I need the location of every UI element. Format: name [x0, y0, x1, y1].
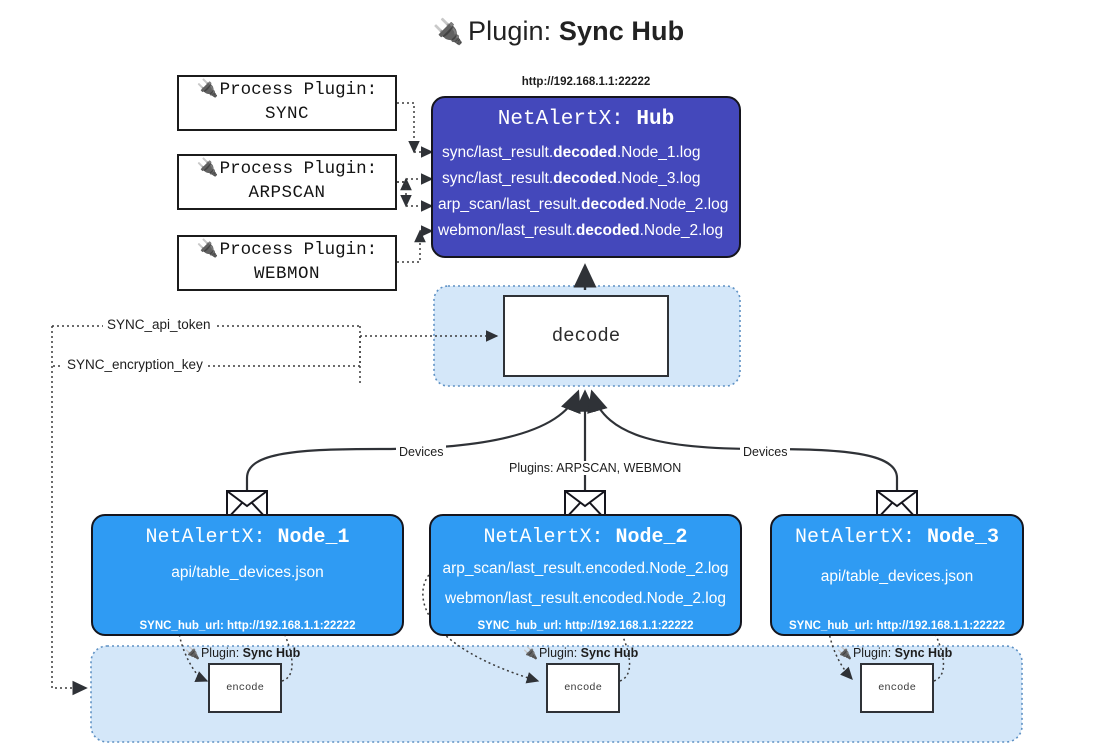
- setting-api-token: SYNC_api_token: [103, 317, 215, 332]
- hub-log-line-3-post: .Node_2.log: [644, 196, 729, 213]
- encoder-caption-name-2: Sync Hub: [580, 646, 639, 660]
- node-box-node_2[interactable]: [429, 514, 742, 636]
- page-title-prefix: Plugin:: [468, 16, 552, 46]
- node-title-prefix-node_2: NetAlertX:: [483, 526, 604, 549]
- process-plugin-webmon-line1: Process Plugin:: [219, 240, 378, 261]
- process-plugin-arpscan[interactable]: 🔌Process Plugin: ARPSCAN: [177, 154, 397, 210]
- encode-label-2: encode: [564, 682, 602, 694]
- encoder-caption-prefix-3: Plugin:: [852, 646, 892, 660]
- process-plugin-arpscan-line2: ARPSCAN: [248, 183, 326, 203]
- hub-url: http://192.168.1.1:22222: [521, 76, 651, 88]
- node-title-name-node_1: Node_1: [277, 526, 350, 549]
- process-plugin-webmon[interactable]: 🔌Process Plugin: WEBMON: [177, 235, 397, 291]
- encoder-caption-name-3: Sync Hub: [894, 646, 953, 660]
- node-line-node_2-0: arp_scan/last_result.encoded.Node_2.log: [442, 560, 729, 577]
- decode-box[interactable]: decode: [503, 295, 669, 377]
- hub-log-line-3-pre: arp_scan/last_result.: [438, 196, 582, 213]
- node-footer-node_1: SYNC_hub_url: http://192.168.1.1:22222: [139, 620, 356, 632]
- hub-log-line-2-pre: sync/last_result.: [442, 170, 554, 187]
- decode-label: decode: [551, 325, 621, 347]
- hub-log-line-1-mid: decoded: [553, 144, 617, 161]
- node-line-node_2-1: webmon/last_result.encoded.Node_2.log: [445, 590, 726, 607]
- hub-title-prefix: NetAlertX:: [497, 108, 624, 131]
- encode-box-3[interactable]: encode: [860, 663, 934, 713]
- hub-box[interactable]: [431, 96, 741, 258]
- process-plugin-arpscan-line1: Process Plugin:: [219, 159, 378, 180]
- setting-encryption-key: SYNC_encryption_key: [63, 357, 207, 372]
- hub-log-line-1: sync/last_result.decoded.Node_1.log: [442, 144, 700, 162]
- plug-icon: 🔌: [837, 646, 852, 660]
- node-footer-node_3: SYNC_hub_url: http://192.168.1.1:22222: [788, 620, 1006, 632]
- process-plugin-sync[interactable]: 🔌Process Plugin: SYNC: [177, 75, 397, 131]
- hub-log-line-2-post: .Node_3.log: [616, 170, 701, 187]
- node-title-node_1: NetAlertX: Node_1: [91, 526, 404, 549]
- node-title-node_2: NetAlertX: Node_2: [429, 526, 742, 549]
- hub-log-line-4: webmon/last_result.decoded.Node_2.log: [438, 222, 723, 240]
- node-footer-node_2: SYNC_hub_url: http://192.168.1.1:22222: [477, 620, 694, 632]
- encode-box-1[interactable]: encode: [208, 663, 282, 713]
- hub-log-line-2-mid: decoded: [553, 170, 617, 187]
- plug-icon: 🔌: [196, 159, 219, 180]
- plug-icon: 🔌: [432, 18, 465, 46]
- plug-icon: 🔌: [196, 80, 219, 101]
- edge-label-devices-right: Devices: [740, 445, 791, 459]
- page-title-name: Sync Hub: [558, 16, 685, 46]
- hub-log-line-3: arp_scan/last_result.decoded.Node_2.log: [438, 196, 728, 214]
- encoder-caption-1: 🔌Plugin: Sync Hub: [185, 646, 300, 660]
- hub-log-line-4-pre: webmon/last_result.: [438, 222, 576, 239]
- node-box-node_3[interactable]: [770, 514, 1024, 636]
- node-title-node_3: NetAlertX: Node_3: [770, 526, 1024, 549]
- hub-title-name: Hub: [636, 108, 675, 131]
- encoder-caption-name-1: Sync Hub: [242, 646, 301, 660]
- hub-log-line-4-post: .Node_2.log: [639, 222, 724, 239]
- plug-icon: 🔌: [185, 646, 200, 660]
- hub-log-line-3-mid: decoded: [581, 196, 645, 213]
- node-title-prefix-node_3: NetAlertX:: [794, 526, 915, 549]
- plug-icon: 🔌: [196, 240, 219, 261]
- encoder-caption-2: 🔌Plugin: Sync Hub: [523, 646, 638, 660]
- encoder-caption-3: 🔌Plugin: Sync Hub: [837, 646, 952, 660]
- hub-log-line-2: sync/last_result.decoded.Node_3.log: [442, 170, 700, 188]
- node-line-node_1-0: api/table_devices.json: [171, 564, 324, 581]
- process-plugin-sync-line1: Process Plugin:: [219, 80, 378, 101]
- encode-label-1: encode: [226, 682, 264, 694]
- encode-box-2[interactable]: encode: [546, 663, 620, 713]
- node-line-node_3-0: api/table_devices.json: [820, 568, 974, 585]
- edge-label-plugins-middle: Plugins: ARPSCAN, WEBMON: [506, 461, 685, 475]
- edge-label-devices-left: Devices: [396, 445, 447, 459]
- plug-icon: 🔌: [523, 646, 538, 660]
- hub-log-line-1-pre: sync/last_result.: [442, 144, 554, 161]
- node-title-name-node_3: Node_3: [927, 526, 1000, 549]
- node-title-prefix-node_1: NetAlertX:: [145, 526, 266, 549]
- node-box-node_1[interactable]: [91, 514, 404, 636]
- encode-label-3: encode: [878, 682, 916, 694]
- process-plugin-webmon-line2: WEBMON: [253, 264, 320, 284]
- page-title: 🔌Plugin: Sync Hub: [0, 16, 1117, 47]
- encoder-caption-prefix-2: Plugin:: [538, 646, 578, 660]
- hub-log-line-1-post: .Node_1.log: [616, 144, 701, 161]
- hub-title: NetAlertX: Hub: [431, 108, 741, 131]
- hub-log-line-4-mid: decoded: [575, 222, 640, 239]
- encoder-caption-prefix-1: Plugin:: [200, 646, 240, 660]
- process-plugin-sync-line2: SYNC: [264, 104, 309, 124]
- node-title-name-node_2: Node_2: [615, 526, 688, 549]
